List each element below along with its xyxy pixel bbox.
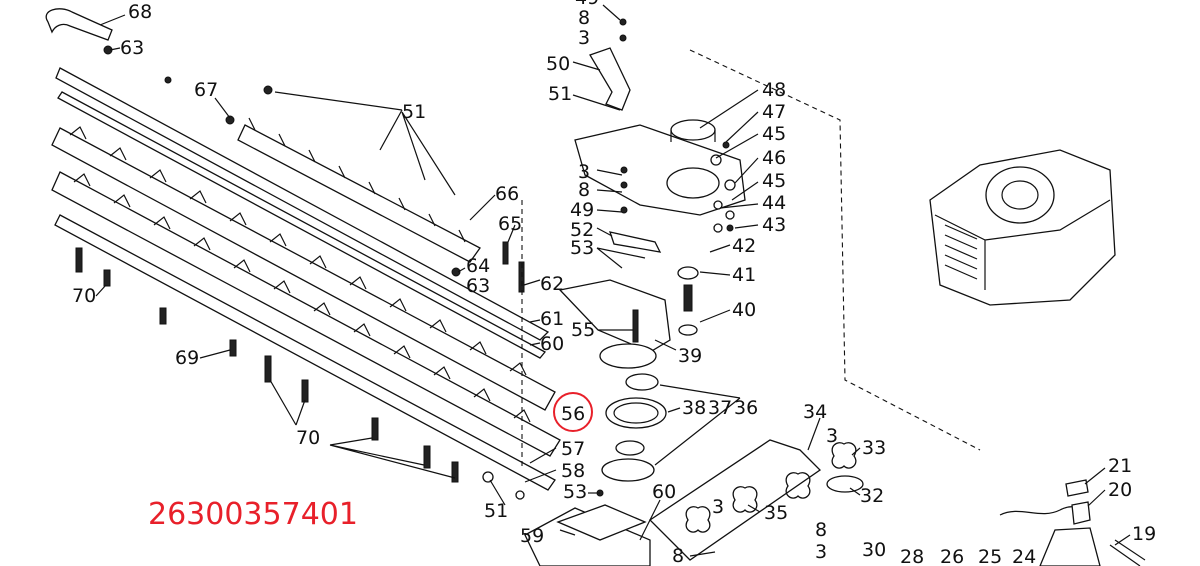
label-8: 8 bbox=[578, 7, 590, 29]
label-66: 66 bbox=[495, 183, 519, 205]
label-41: 41 bbox=[732, 264, 756, 286]
cutter-bar-assembly bbox=[45, 8, 561, 500]
label-28: 28 bbox=[900, 546, 924, 566]
label-55: 55 bbox=[571, 319, 595, 341]
label-8d: 8 bbox=[672, 545, 684, 566]
label-60: 60 bbox=[540, 333, 564, 355]
label-48: 48 bbox=[762, 79, 786, 101]
label-19: 19 bbox=[1132, 523, 1156, 545]
part-code-text: 26300357401 bbox=[148, 497, 358, 532]
label-65: 65 bbox=[498, 213, 522, 235]
label-33: 33 bbox=[862, 437, 886, 459]
label-8c: 8 bbox=[815, 519, 827, 541]
label-63: 63 bbox=[120, 37, 144, 59]
label-70: 70 bbox=[72, 285, 96, 307]
label-51c: 51 bbox=[548, 83, 572, 105]
label-39: 39 bbox=[678, 345, 702, 367]
label-49: 49 bbox=[575, 0, 599, 9]
clutch-and-springs bbox=[648, 439, 1146, 566]
callout-labels: 68 63 67 51 66 65 64 63 62 61 60 56 57 5… bbox=[72, 0, 1156, 566]
label-63b: 63 bbox=[466, 275, 490, 297]
label-3e: 3 bbox=[815, 541, 827, 563]
leader-lines bbox=[95, 4, 1131, 557]
label-20: 20 bbox=[1108, 479, 1132, 501]
label-57: 57 bbox=[561, 438, 585, 460]
label-26: 26 bbox=[940, 546, 964, 566]
label-34: 34 bbox=[803, 401, 827, 423]
label-52: 52 bbox=[570, 219, 594, 241]
label-3c: 3 bbox=[826, 425, 838, 447]
label-47: 47 bbox=[762, 101, 786, 123]
label-69: 69 bbox=[175, 347, 199, 369]
label-45: 45 bbox=[762, 123, 786, 145]
gearbox-assembly bbox=[524, 18, 746, 566]
label-46: 46 bbox=[762, 147, 786, 169]
label-38: 38 bbox=[682, 397, 706, 419]
label-58: 58 bbox=[561, 460, 585, 482]
label-3d: 3 bbox=[712, 496, 724, 518]
label-62: 62 bbox=[540, 273, 564, 295]
label-53: 53 bbox=[570, 237, 594, 259]
label-42: 42 bbox=[732, 235, 756, 257]
label-68: 68 bbox=[128, 1, 152, 23]
label-44: 44 bbox=[762, 192, 786, 214]
label-25: 25 bbox=[978, 546, 1002, 566]
label-3b: 3 bbox=[578, 161, 590, 183]
label-53b: 53 bbox=[563, 481, 587, 503]
label-35: 35 bbox=[764, 502, 788, 524]
label-21: 21 bbox=[1108, 455, 1132, 477]
label-3: 3 bbox=[578, 27, 590, 49]
label-36: 36 bbox=[734, 397, 758, 419]
highlight-circle bbox=[553, 392, 593, 432]
label-59: 59 bbox=[520, 525, 544, 547]
label-67: 67 bbox=[194, 79, 218, 101]
label-43: 43 bbox=[762, 214, 786, 236]
label-45b: 45 bbox=[762, 170, 786, 192]
label-50: 50 bbox=[546, 53, 570, 75]
label-56-highlighted: 56 bbox=[561, 403, 585, 425]
label-61: 61 bbox=[540, 308, 564, 330]
label-40: 40 bbox=[732, 299, 756, 321]
label-32: 32 bbox=[860, 485, 884, 507]
label-51b: 51 bbox=[484, 500, 508, 522]
label-51: 51 bbox=[402, 101, 426, 123]
label-70b: 70 bbox=[296, 427, 320, 449]
label-49b: 49 bbox=[570, 199, 594, 221]
label-30: 30 bbox=[862, 539, 886, 561]
engine-unit bbox=[689, 49, 1116, 451]
label-64: 64 bbox=[466, 255, 490, 277]
label-8b: 8 bbox=[578, 179, 590, 201]
label-60b: 60 bbox=[652, 481, 676, 503]
label-24: 24 bbox=[1012, 546, 1036, 566]
label-37: 37 bbox=[708, 397, 732, 419]
